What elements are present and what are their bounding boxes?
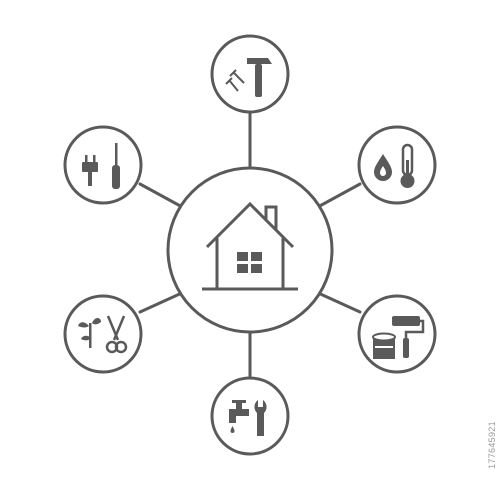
nails-icon: [225, 69, 245, 92]
house-icon: [202, 201, 298, 291]
node-plumbing: [210, 376, 290, 456]
electric-plug-icon: [82, 155, 98, 186]
node-electrical: [63, 125, 143, 205]
center-node: [166, 166, 334, 334]
scissors-icon: [105, 315, 128, 354]
connector-heating: [314, 182, 362, 210]
node-heating: [357, 125, 437, 205]
window-icon: [237, 252, 262, 273]
node-carpentry: [210, 34, 290, 114]
node-gardening: [63, 294, 143, 374]
paint-bucket-icon: [372, 332, 396, 359]
connector-painting: [314, 290, 362, 314]
water-tap-icon: [229, 400, 249, 433]
thermometer-icon: [400, 143, 415, 188]
stock-id-watermark: 177645921: [486, 390, 498, 500]
stock-id-text: 177645921: [487, 421, 497, 469]
wrench-icon: [254, 400, 267, 436]
connector-gardening: [138, 290, 186, 314]
water-drop-icon: [374, 154, 392, 181]
connector-electrical: [138, 182, 186, 210]
plant-sprout-icon: [78, 318, 101, 348]
node-painting: [357, 294, 437, 374]
hammer-icon: [247, 58, 272, 97]
paint-roller-icon: [392, 316, 425, 358]
screwdriver-icon: [112, 143, 120, 189]
